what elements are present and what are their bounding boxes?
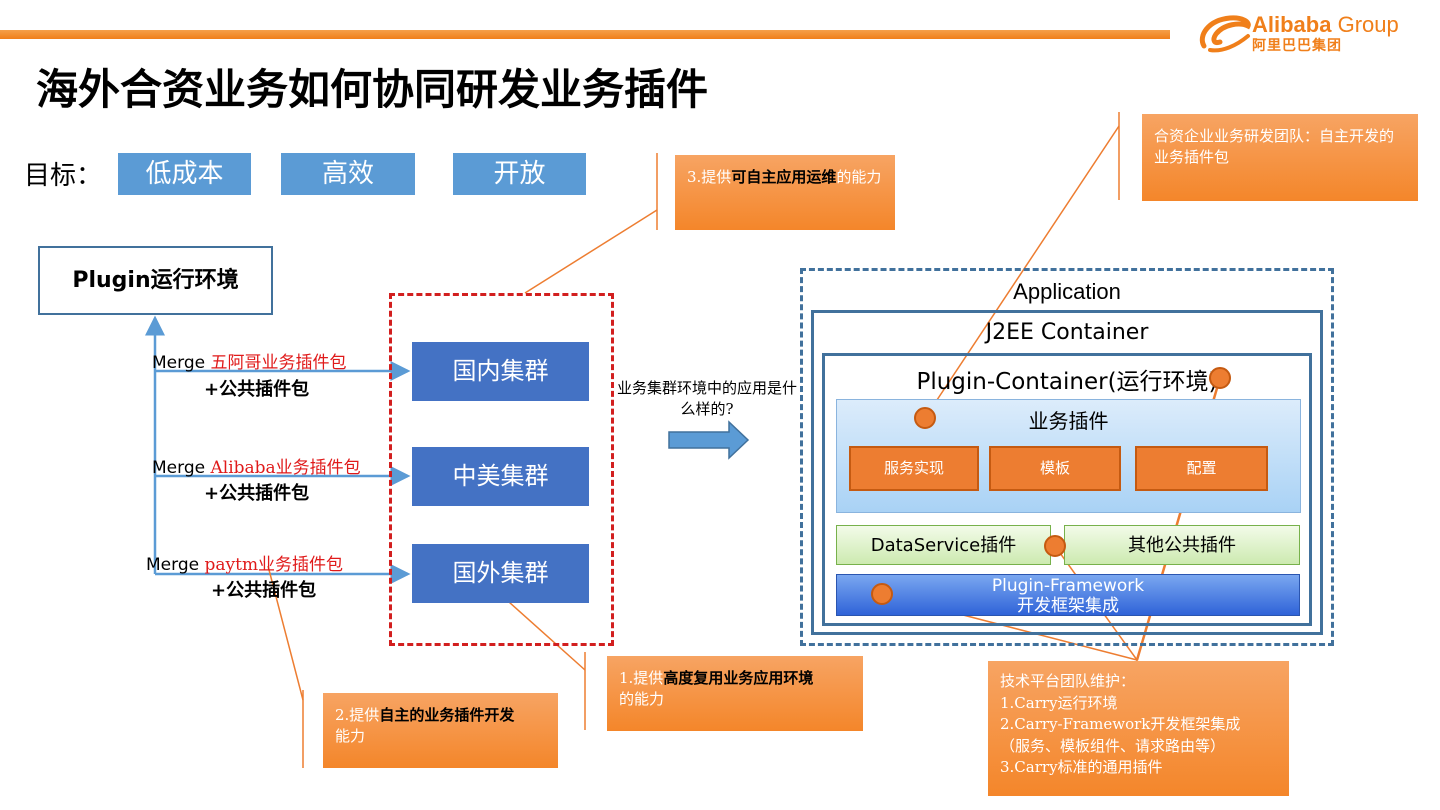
callout-2-note: 2.提供自主的业务插件开发能力 — [323, 693, 558, 768]
tech-item-2: 2.Carry-Framework开发框架集成 — [1000, 715, 1241, 733]
alibaba-smile-icon — [1199, 15, 1251, 53]
right-arrow-icon — [668, 420, 750, 460]
cluster-china-us: 中美集群 — [412, 447, 589, 506]
tech-item-4: 3.Carry标准的通用插件 — [1000, 758, 1163, 776]
template-plugin: 模板 — [989, 446, 1121, 491]
page-title: 海外合资业务如何协同研发业务插件 — [36, 65, 709, 114]
service-impl-plugin: 服务实现 — [849, 446, 979, 491]
goal-open: 开放 — [453, 153, 586, 195]
other-public-plugins: 其他公共插件 — [1064, 525, 1300, 565]
clusters-dashed-group — [389, 293, 614, 646]
callout2-line — [267, 565, 304, 701]
config-plugin: 配置 — [1135, 446, 1268, 491]
j2ee-container-label: J2EE Container — [985, 320, 1149, 345]
merge-label-alibaba: Merge Alibaba业务插件包 — [152, 458, 361, 478]
plugin-container-label: Plugin-Container(运行环境) — [916, 369, 1218, 395]
business-plugins-label: 业务插件 — [1028, 409, 1109, 433]
logo-chinese: 阿里巴巴集团 — [1252, 38, 1342, 54]
plugin-framework-box: Plugin-Framework 开发框架集成 — [836, 574, 1300, 616]
tech-title: 技术平台团队维护： — [1000, 672, 1136, 690]
framework-label-1: Plugin-Framework — [991, 576, 1145, 596]
callout3-line — [524, 209, 658, 294]
public-plugins-label-1: +公共插件包 — [204, 379, 310, 400]
cluster-domestic: 国内集群 — [412, 342, 589, 401]
merge-label-wuage: Merge 五阿哥业务插件包 — [152, 353, 347, 373]
tech-item-1: 1.Carry运行环境 — [1000, 693, 1118, 712]
goal-low-cost: 低成本 — [118, 153, 251, 195]
plugin-runtime-env-box: Plugin运行环境 — [38, 246, 273, 315]
framework-label-2: 开发框架集成 — [1017, 596, 1119, 616]
jv-note-line — [924, 125, 1120, 419]
goal-label: 目标： — [24, 161, 103, 191]
tech-item-3: （服务、模板组件、请求路由等） — [1000, 736, 1226, 755]
application-label: Application — [1013, 279, 1121, 304]
goal-efficient: 高效 — [281, 153, 415, 195]
logo-wordmark: Alibaba Group — [1252, 12, 1399, 37]
application-box — [800, 268, 1334, 646]
plugin-container-box — [822, 353, 1312, 626]
callout-1-note: 1.提供高度复用业务应用环境的能力 — [607, 656, 863, 731]
cluster-overseas: 国外集群 — [412, 544, 589, 603]
alibaba-group-logo: Alibaba Group 阿里巴巴集团 — [1196, 12, 1426, 56]
dataservice-plugin: DataService插件 — [836, 525, 1051, 565]
j2ee-container-box — [811, 310, 1323, 635]
public-plugins-label-3: +公共插件包 — [211, 580, 317, 601]
question-text: 业务集群环境中的应用是什么样的? — [616, 379, 797, 418]
tech-team-note: 技术平台团队维护： 1.Carry运行环境 2.Carry-Framework开… — [988, 661, 1289, 796]
public-plugins-label-2: +公共插件包 — [204, 483, 310, 504]
merge-label-paytm: Merge paytm业务插件包 — [146, 555, 344, 575]
top-accent-bar — [0, 30, 1170, 39]
callout-3-note: 3.提供可自主应用运维的能力 — [675, 155, 895, 230]
jv-team-note: 合资企业业务研发团队：自主开发的业务插件包 — [1142, 114, 1418, 201]
